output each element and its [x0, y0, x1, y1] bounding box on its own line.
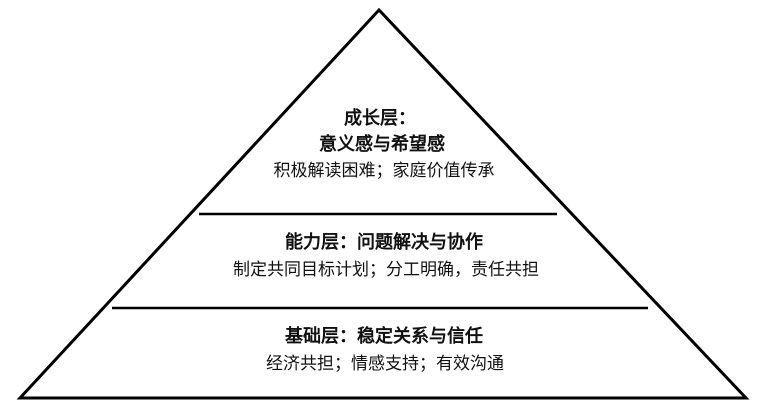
tier-bottom: 基础层：稳定关系与信任 经济共担；情感支持；有效沟通 — [266, 325, 504, 374]
tier-bottom-title: 基础层：稳定关系与信任 — [284, 325, 483, 347]
tier-top: 成长层： 意义感与希望感 积极解读困难；家庭价值传承 — [274, 107, 495, 181]
tier-top-title-line2: 意义感与希望感 — [319, 133, 445, 155]
tier-middle-title: 能力层：问题解决与协作 — [285, 231, 483, 253]
tier-top-description: 积极解读困难；家庭价值传承 — [274, 161, 495, 181]
tier-top-title-line1: 成长层： — [344, 107, 416, 129]
tier-bottom-description: 经济共担；情感支持；有效沟通 — [266, 354, 504, 374]
tier-middle: 能力层：问题解决与协作 制定共同目标计划；分工明确，责任共担 — [233, 231, 539, 280]
tier-middle-description: 制定共同目标计划；分工明确，责任共担 — [233, 260, 539, 280]
pyramid-outline — [16, 7, 750, 400]
